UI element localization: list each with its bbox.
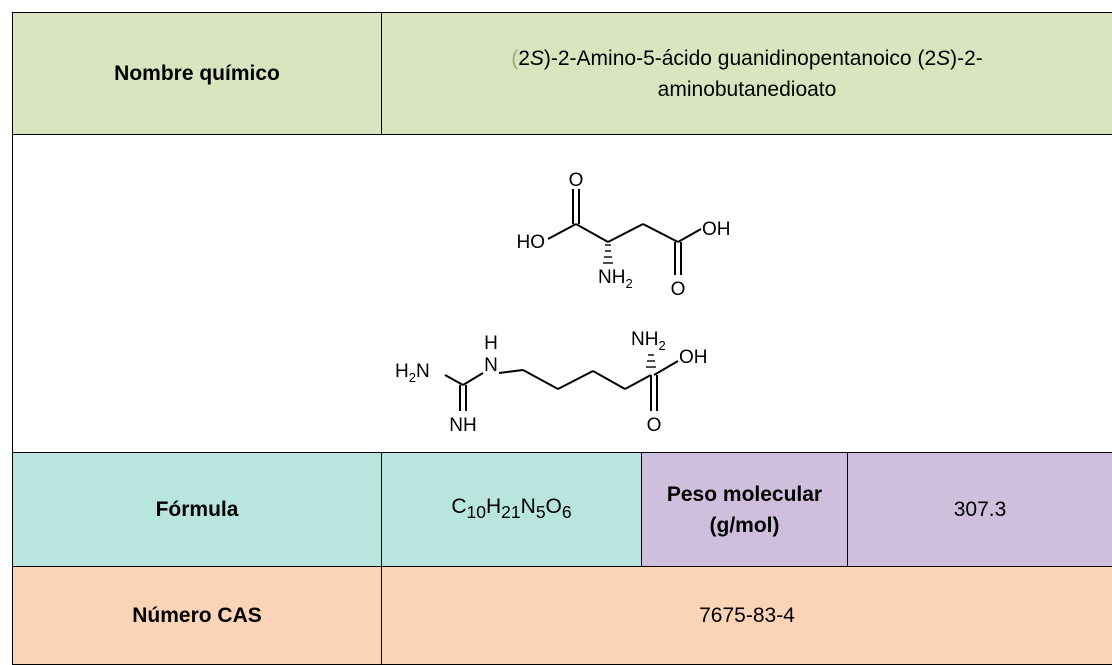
- atom-nh-nitrogen: N: [484, 355, 498, 376]
- formula-h: H: [486, 495, 501, 518]
- chemical-name-label: Nombre químico: [13, 13, 382, 135]
- atom-nh-upper-text: NH: [598, 267, 625, 288]
- atom-o-upper-bottom: O: [670, 279, 685, 300]
- structure-cell: O HO OH NH2 O NH2 OH O H2N H N NH: [13, 135, 1112, 453]
- formula-o-count: 6: [562, 502, 572, 522]
- name-part-2: )-2-: [950, 47, 983, 70]
- formula-c-count: 10: [467, 502, 486, 522]
- formula-h-count: 21: [501, 502, 520, 522]
- name-stereo-descriptor: S: [530, 47, 544, 70]
- atom-nh-upper: NH2: [598, 267, 633, 291]
- formula-label: Fórmula: [13, 453, 382, 567]
- name-stereo-descriptor-2: S: [936, 47, 950, 70]
- formula-row: Fórmula C10H21N5O6 Peso molecular (g/mol)…: [13, 453, 1112, 567]
- formula-n-count: 5: [536, 502, 546, 522]
- molecular-weight-label-line-2: (g/mol): [710, 514, 780, 537]
- molecular-weight-label-line-1: Peso molecular: [667, 483, 822, 506]
- structure-row: O HO OH NH2 O NH2 OH O H2N H N NH: [13, 135, 1112, 453]
- cas-value: 7675-83-4: [382, 567, 1112, 665]
- bond-lines: [445, 189, 701, 411]
- chemical-spec-table: Nombre químico (2S)-2-Amino-5-ácido guan…: [12, 12, 1112, 665]
- atom-h2n-h: H: [395, 361, 409, 382]
- formula-n: N: [521, 495, 536, 518]
- molecular-weight-label: Peso molecular (g/mol): [642, 453, 848, 567]
- name-line-2: aminobutanedioato: [658, 78, 837, 101]
- atom-nh-upper-subscript: 2: [625, 276, 632, 291]
- atom-ho: HO: [516, 232, 545, 253]
- atom-oh-lower: OH: [679, 347, 708, 368]
- name-locant: 2: [518, 47, 530, 70]
- molecular-weight-value: 307.3: [848, 453, 1112, 567]
- atom-nh-lower-text: NH: [631, 329, 658, 350]
- cas-label: Número CAS: [13, 567, 382, 665]
- formula-o: O: [546, 495, 562, 518]
- atom-o-lower-bottom: O: [646, 415, 661, 436]
- atom-oh-upper: OH: [702, 219, 731, 240]
- atom-o-top: O: [568, 170, 583, 191]
- name-part-1: )-2-Amino-5-ácido guanidinopentanoico (2: [544, 47, 936, 70]
- cas-row: Número CAS 7675-83-4: [13, 567, 1112, 665]
- formula-c: C: [451, 495, 466, 518]
- formula-value: C10H21N5O6: [382, 453, 642, 567]
- atom-nh-hydrogen: H: [484, 333, 498, 354]
- structural-formula-image: O HO OH NH2 O NH2 OH O H2N H N NH: [333, 149, 793, 439]
- atom-imine-nh: NH: [449, 415, 476, 436]
- chemical-name-value: (2S)-2-Amino-5-ácido guanidinopentanoico…: [382, 13, 1112, 135]
- atom-nh-lower: NH2: [631, 329, 666, 353]
- chemical-name-row: Nombre químico (2S)-2-Amino-5-ácido guan…: [13, 13, 1112, 135]
- atom-nh-lower-subscript: 2: [658, 338, 665, 353]
- atom-h2n-n: N: [415, 361, 429, 382]
- atom-h2n: H2N: [395, 361, 430, 385]
- atom-h2n-subscript: 2: [408, 370, 415, 385]
